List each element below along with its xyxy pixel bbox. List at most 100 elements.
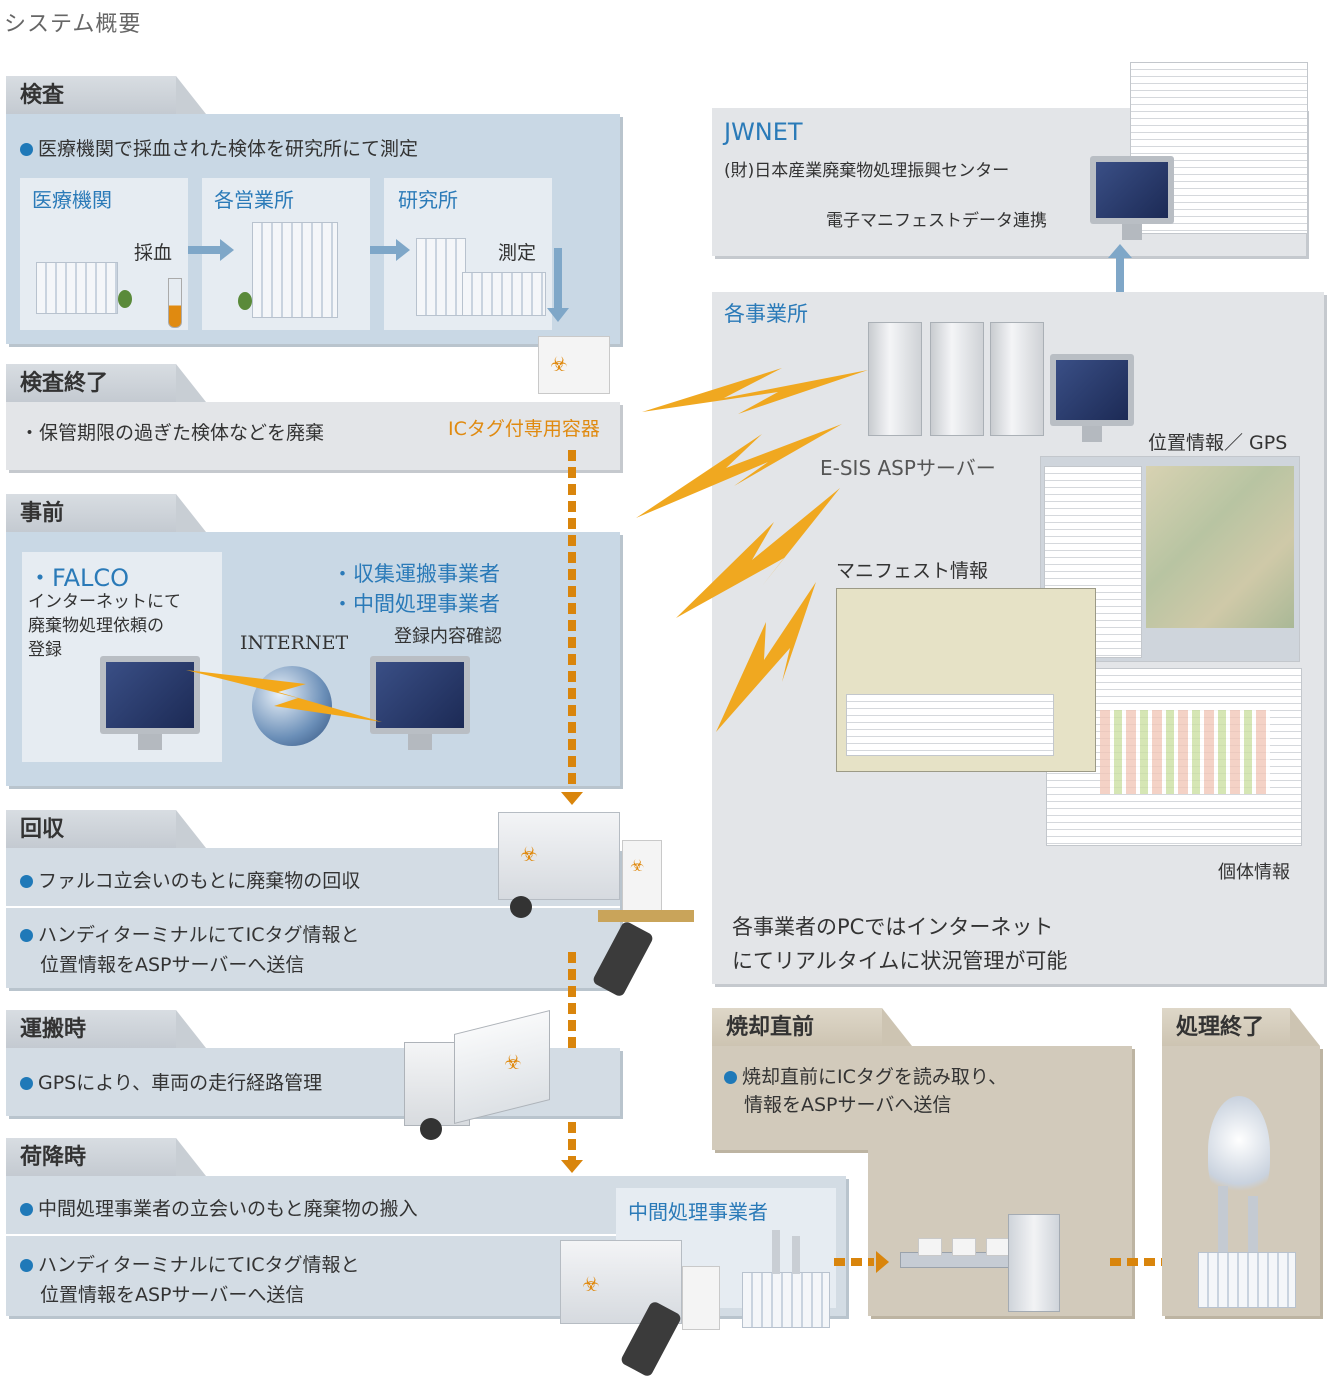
dispose-text: ・保管期限の過ぎた検体などを廃棄 — [20, 422, 325, 444]
flow-arrow-icon — [561, 792, 583, 805]
confirm-label: 登録内容確認 — [394, 626, 502, 647]
divider — [6, 906, 620, 908]
ic-container-label: ICタグ付専用容器 — [448, 418, 600, 440]
flow-arrow-icon — [876, 1251, 889, 1273]
internet-label: INTERNET — [240, 632, 349, 654]
tab-transport: 運搬時 — [6, 1010, 206, 1048]
lightning-bolt-icon — [716, 582, 816, 732]
manifest-table — [846, 694, 1054, 756]
pre-incineration-panel-lower — [868, 1150, 1132, 1316]
flow-dashed-line — [1110, 1258, 1162, 1266]
falco-desc-line: 廃棄物処理依頼の — [28, 616, 164, 636]
server-icon — [868, 322, 922, 436]
unloading-bullet: ハンディターミナルにてICタグ情報と — [20, 1250, 360, 1277]
falco-label: ・FALCO — [28, 564, 130, 592]
unloading-panel: 中間処理事業者の立会いのもと廃棄物の搬入 ハンディターミナルにてICタグ情報と … — [6, 1176, 846, 1316]
hospital-icon — [36, 262, 118, 314]
container-stack-icon — [682, 1266, 720, 1330]
arrow-head-icon — [547, 308, 569, 322]
arrow-right-icon — [188, 246, 222, 254]
container-icon — [986, 1238, 1010, 1256]
processor-label: ・中間処理事業者 — [332, 592, 500, 616]
gps-label: 位置情報／ GPS — [1148, 432, 1288, 454]
tab-unloading: 荷降時 — [6, 1138, 206, 1176]
tree-icon — [238, 292, 252, 310]
arrow-right-icon — [370, 246, 398, 254]
falco-desc-line: インターネットにて — [28, 592, 181, 612]
offices-note-line: 各事業者のPCではインターネット — [732, 915, 1054, 939]
lightning-bolt-icon — [642, 368, 868, 414]
carrier-monitor-icon — [370, 656, 470, 750]
jwnet-monitor-icon — [1090, 156, 1174, 240]
tab-done: 処理終了 — [1162, 1008, 1320, 1046]
biohazard-icon: ☣ — [582, 1272, 600, 1296]
medical-label: 医療機関 — [32, 188, 112, 212]
map-icon — [1146, 466, 1294, 628]
container-stack-icon — [622, 840, 662, 912]
biohazard-icon: ☣ — [550, 352, 568, 376]
done-panel — [1162, 1046, 1320, 1316]
reader-gate-icon — [1008, 1214, 1060, 1312]
chimney-icon — [1218, 1186, 1228, 1256]
branch-label: 各営業所 — [214, 188, 294, 212]
truck-icon — [498, 812, 620, 900]
chimney-icon — [792, 1236, 800, 1274]
pre-incineration-panel: 焼却直前にICタグを読み取り、 情報をASPサーバへ送信 — [712, 1046, 1132, 1150]
chimney-icon — [1248, 1196, 1258, 1256]
falco-monitor-icon — [100, 656, 200, 750]
lab-annex-icon — [462, 272, 546, 316]
flow-dashed-line — [568, 450, 576, 788]
server-icon — [930, 322, 984, 436]
tree-icon — [118, 290, 132, 308]
schedule-chart-icon — [1100, 710, 1270, 794]
processing-plant-icon — [742, 1272, 830, 1328]
tab-inspection-end: 検査終了 — [6, 364, 206, 402]
arrow-head-icon — [396, 239, 410, 261]
tab-collection: 回収 — [6, 810, 206, 848]
offices-title: 各事業所 — [724, 302, 808, 326]
arrow-head-icon — [220, 239, 234, 261]
container-icon — [918, 1238, 942, 1256]
office-building-icon — [252, 222, 338, 318]
manifest-label: マニフェスト情報 — [836, 560, 989, 582]
flow-arrow-icon — [561, 1160, 583, 1173]
collection-bullet: ハンディターミナルにてICタグ情報と — [20, 920, 360, 947]
unloading-bullet-cont: 位置情報をASPサーバーへ送信 — [40, 1284, 305, 1306]
collection-bullet: ファルコ立会いのもとに廃棄物の回収 — [20, 866, 360, 893]
pre-incineration-bullet-cont: 情報をASPサーバへ送信 — [744, 1094, 952, 1116]
pre-incineration-bullet: 焼却直前にICタグを読み取り、 — [724, 1062, 1007, 1089]
jwnet-title: JWNET — [724, 118, 803, 146]
test-tube-icon — [168, 278, 182, 328]
falco-desc: インターネットにて 廃棄物処理依頼の 登録 — [28, 590, 181, 662]
lab-building-icon — [416, 238, 466, 316]
chimney-icon — [772, 1230, 780, 1274]
transport-bullet: GPSにより、車両の走行経路管理 — [20, 1068, 322, 1095]
blood-draw-label: 採血 — [134, 242, 173, 264]
tab-inspection: 検査 — [6, 76, 206, 114]
tab-pre-incineration: 焼却直前 — [712, 1008, 912, 1046]
carrier-label: ・収集運搬事業者 — [332, 562, 500, 586]
ic-tag-container-icon — [538, 336, 610, 394]
divider — [6, 1234, 618, 1236]
tab-advance: 事前 — [6, 494, 206, 532]
measure-label: 測定 — [498, 242, 537, 264]
lightning-bolt-icon — [186, 670, 382, 722]
biohazard-icon: ☣ — [520, 842, 538, 866]
processor-label: 中間処理事業者 — [628, 1200, 768, 1224]
collection-bullet-cont: 位置情報をASPサーバーへ送信 — [40, 954, 305, 976]
offices-note: 各事業者のPCではインターネット にてリアルタイムに状況管理が可能 — [732, 910, 1067, 978]
jwnet-org: (財)日本産業廃棄物処理振興センター — [724, 161, 1010, 181]
container-icon — [952, 1238, 976, 1256]
lightning-bolt-icon — [636, 424, 842, 518]
page-title: システム概要 — [4, 12, 142, 37]
inspection-panel: 医療機関で採血された検体を研究所にて測定 医療機関 各営業所 研究所 採血 測定 — [6, 114, 620, 344]
unloading-bullet: 中間処理事業者の立会いのもと廃棄物の搬入 — [20, 1194, 418, 1221]
inspection-bullet: 医療機関で採血された検体を研究所にて測定 — [20, 134, 418, 161]
incinerator-icon — [1198, 1252, 1296, 1308]
biohazard-icon: ☣ — [630, 856, 645, 875]
jwnet-link: 電子マニフェストデータ連携 — [826, 211, 1047, 231]
biohazard-icon: ☣ — [504, 1050, 522, 1074]
wheel-icon — [510, 896, 532, 918]
server-monitor-icon — [1050, 354, 1134, 442]
pallet-icon — [598, 910, 694, 922]
